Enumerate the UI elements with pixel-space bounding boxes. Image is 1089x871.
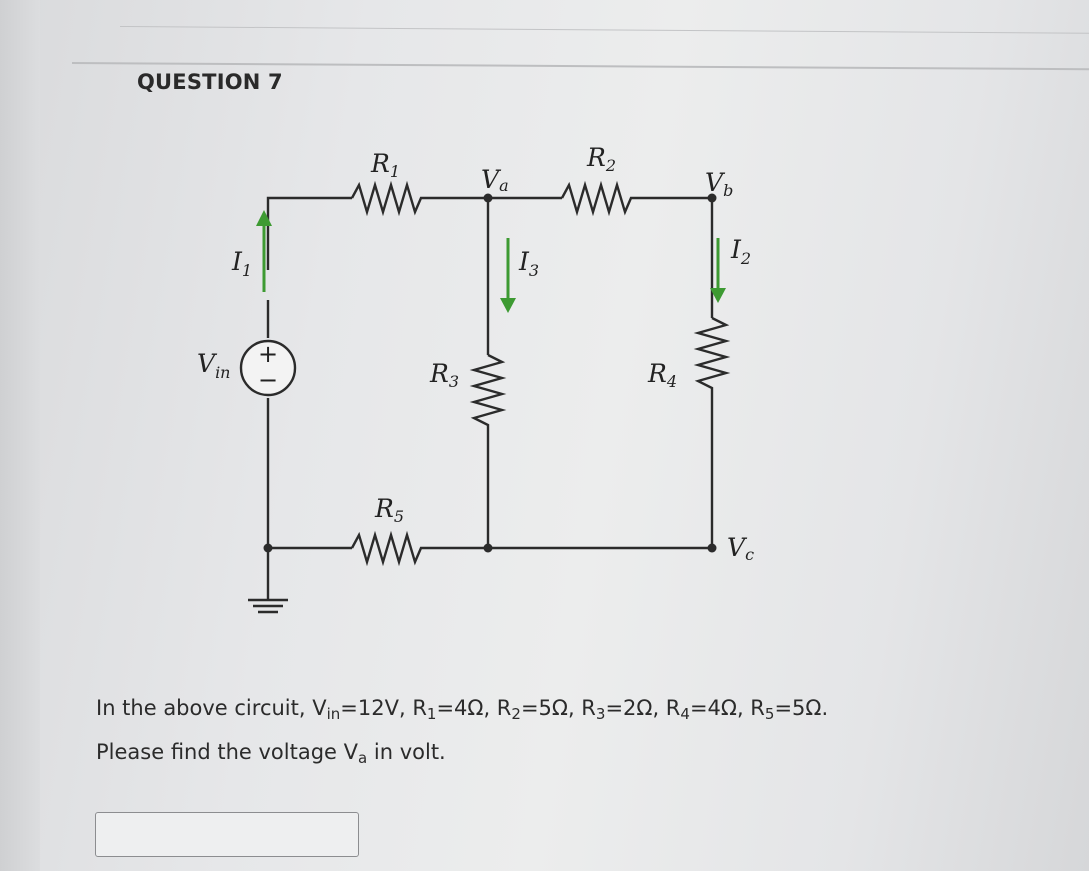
current-arrows bbox=[256, 210, 726, 313]
label-vin: Vin bbox=[197, 349, 230, 382]
label-i2: I2 bbox=[730, 235, 751, 268]
page-left-margin bbox=[0, 0, 40, 871]
node-bottom-middle-dot bbox=[483, 543, 493, 553]
node-ground-dot bbox=[263, 543, 273, 553]
question-prompt: In the above circuit, Vin=12V, R1=4Ω, R2… bbox=[96, 686, 1076, 774]
source-minus-sign: − bbox=[258, 366, 278, 394]
node-vb-dot bbox=[707, 193, 717, 203]
arrow-i2-head bbox=[710, 288, 726, 303]
label-vb: Vb bbox=[705, 168, 733, 200]
label-i1: I1 bbox=[231, 247, 252, 280]
label-va: Va bbox=[481, 165, 509, 195]
circuit-wires bbox=[248, 180, 731, 614]
source-plus-sign: + bbox=[258, 340, 278, 368]
resistor-r5 bbox=[350, 530, 488, 567]
voltage-source-icon bbox=[239, 339, 297, 397]
ground-symbol bbox=[248, 598, 288, 614]
resistor-r2 bbox=[560, 180, 712, 217]
label-r2: R2 bbox=[586, 143, 616, 175]
label-r1: R1 bbox=[370, 149, 400, 181]
node-va-dot bbox=[483, 193, 493, 203]
label-r4: R4 bbox=[647, 359, 677, 391]
resistor-r3 bbox=[469, 353, 507, 548]
answer-input[interactable] bbox=[95, 812, 359, 857]
arrow-i1-head bbox=[256, 210, 272, 226]
node-vc-dot bbox=[707, 543, 717, 553]
question-title: QUESTION 7 bbox=[137, 70, 283, 94]
label-r3: R3 bbox=[429, 359, 459, 391]
label-vc: Vc bbox=[727, 533, 754, 564]
wire-top-left bbox=[266, 196, 352, 270]
label-r5: R5 bbox=[374, 494, 404, 526]
label-i3: I3 bbox=[518, 247, 539, 280]
question-prompt-line-2: Please find the voltage Va in volt. bbox=[96, 740, 446, 767]
resistor-r4 bbox=[693, 316, 731, 548]
question-prompt-line-1: In the above circuit, Vin=12V, R1=4Ω, R2… bbox=[96, 696, 829, 723]
arrow-i3-head bbox=[500, 298, 516, 313]
resistor-r1 bbox=[350, 180, 488, 217]
